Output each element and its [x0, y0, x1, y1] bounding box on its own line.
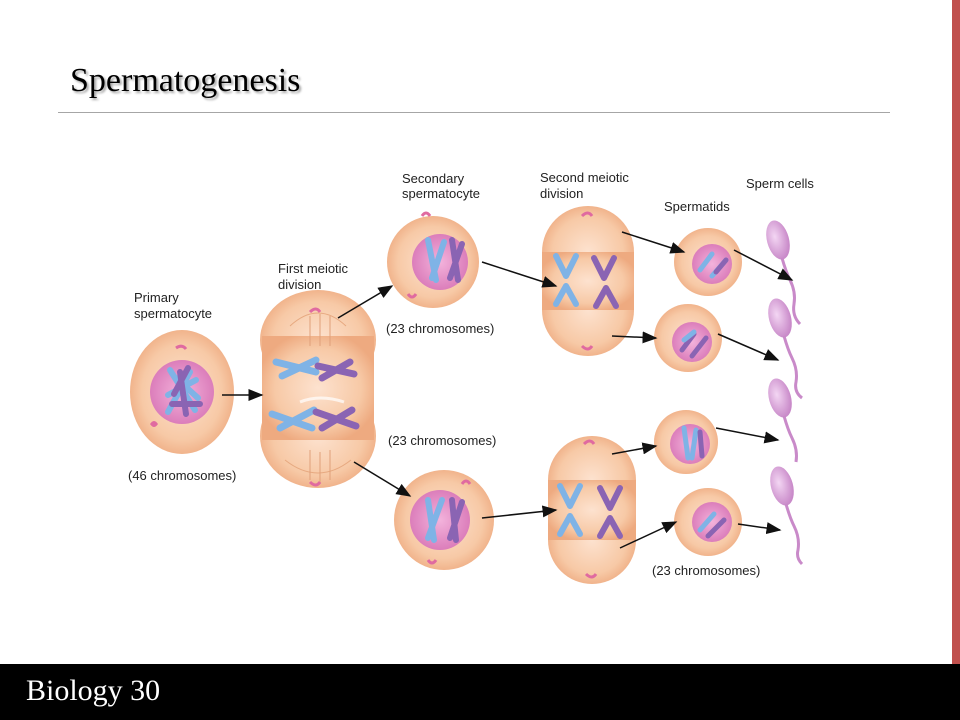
title-divider	[58, 112, 890, 113]
footer-bar: Biology 30	[0, 664, 960, 720]
second-meiotic-division-bottom	[548, 436, 636, 584]
process-arrows	[222, 231, 794, 549]
slide-title: Spermatogenesis	[70, 62, 301, 99]
label-first-meiotic-2: division	[278, 277, 321, 292]
label-second-meiotic-1: Second meiotic	[540, 170, 629, 185]
primary-spermatocyte-cell	[130, 330, 234, 454]
label-secondary-spermatocyte-2: spermatocyte	[402, 186, 480, 201]
label-secondary-spermatocyte-1: Secondary	[402, 171, 465, 186]
footer-course-label: Biology 30	[26, 674, 161, 707]
sperm-cell-3	[768, 378, 798, 463]
label-23-chromosomes-top: (23 chromosomes)	[386, 321, 494, 336]
label-23-chromosomes-middle: (23 chromosomes)	[388, 433, 496, 448]
label-primary-spermatocyte-1: Primary	[134, 290, 179, 305]
sperm-cell-4	[770, 466, 804, 566]
second-meiotic-division-top	[542, 206, 634, 356]
accent-bar	[952, 0, 960, 664]
spermatogenesis-diagram: Primary spermatocyte (46 chromosomes) Fi…	[128, 170, 814, 584]
spermatid-2	[654, 304, 722, 372]
first-meiotic-division-cell	[260, 290, 376, 488]
label-46-chromosomes: (46 chromosomes)	[128, 468, 236, 483]
label-spermatids: Spermatids	[664, 199, 730, 214]
label-first-meiotic-1: First meiotic	[278, 261, 349, 276]
spermatid-1	[674, 228, 742, 296]
label-23-chromosomes-bottom: (23 chromosomes)	[652, 563, 760, 578]
label-second-meiotic-2: division	[540, 186, 583, 201]
label-sperm-cells: Sperm cells	[746, 176, 814, 191]
secondary-spermatocyte-bottom	[394, 470, 494, 570]
spermatid-3	[654, 410, 718, 474]
sperm-cell-2	[768, 298, 803, 400]
label-primary-spermatocyte-2: spermatocyte	[134, 306, 212, 321]
secondary-spermatocyte-top	[387, 211, 479, 308]
spermatid-4	[674, 488, 742, 556]
